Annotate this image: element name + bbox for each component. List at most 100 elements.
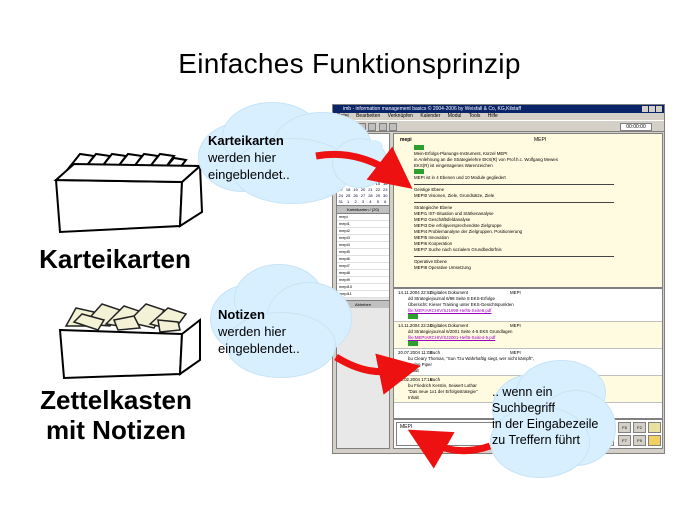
note-entry-type: Digitales Dokument: [430, 323, 469, 328]
green-tag-icon: [414, 145, 424, 151]
list-item[interactable]: mepi11: [337, 291, 389, 298]
document-line: MEPI2 Geschäftsfeldanalyse: [414, 217, 471, 222]
f9-button[interactable]: F9: [633, 435, 646, 446]
list-item[interactable]: mepi8: [337, 270, 389, 277]
calendar-day-cell[interactable]: 22: [375, 187, 381, 192]
arrow-notizen: [334, 353, 421, 395]
zettelkasten-label: Zettelkasten mit Notizen: [18, 385, 214, 445]
document-line: Operative Ebene: [414, 259, 447, 264]
calendar-day-cell[interactable]: 27: [360, 193, 366, 198]
note-entry-line: dd Strategiejournal 6/2001 Seite 4-5 EKS…: [408, 329, 513, 334]
note-entry-line: Übersicht: Kieser Training unter EKS-Ges…: [408, 302, 514, 307]
section-divider: [414, 202, 614, 203]
list-item[interactable]: mepi6: [337, 256, 389, 263]
calendar-day-cell[interactable]: 20: [360, 187, 366, 192]
arrow-karteikarten: [315, 146, 413, 189]
menu-kalender[interactable]: Kalender: [420, 113, 441, 119]
clock-field: 00:00:00: [620, 123, 652, 131]
note-entry-tag-row: [398, 314, 658, 320]
document-line: Strategische Ebene: [414, 205, 453, 210]
document-line: MEPI3 Die erfolgversprechendste Zielgrup…: [414, 223, 502, 228]
calendar-day-cell[interactable]: 3: [361, 199, 365, 204]
cloud-notizen-line3: eingeblendet..: [218, 341, 300, 356]
cloud-notizen-title: Notizen: [218, 307, 265, 322]
cloud-suche-line4: zu Treffern führt: [492, 433, 581, 447]
list-item[interactable]: mepi10: [337, 284, 389, 291]
document-line: MEPI0 Visionen, Ziele, Grundsätze, Ziele: [414, 193, 495, 198]
maximize-button[interactable]: [649, 106, 655, 112]
note-entry-link[interactable]: file:MEPIARCHIV/SJ2001-Heft6-Seite4-5.pd…: [408, 335, 496, 340]
calendar-day-cell[interactable]: 4: [369, 199, 372, 204]
section-divider: [414, 256, 614, 257]
calendar-day-cell[interactable]: 19: [353, 187, 358, 192]
close-button[interactable]: [656, 106, 662, 112]
calendar-day-cell[interactable]: 23: [383, 187, 388, 192]
calendar-day-cell[interactable]: 18: [345, 187, 351, 192]
cloud-suche: .. wenn ein Suchbegriff in der Eingabeze…: [486, 360, 616, 480]
note-entry-line: bu Cleary Thomas, "Sun Tzu Wahrhaftig si…: [408, 356, 535, 361]
cloud-suche-line3: in der Eingabezeile: [492, 417, 599, 431]
green-tag-icon: [408, 341, 418, 347]
toolbar-delete-button[interactable]: [388, 123, 397, 131]
app-titlebar: imb - information management basics © 20…: [333, 105, 664, 113]
menu-bearbeiten[interactable]: Bearbeiten: [356, 113, 381, 119]
calendar-day-cell[interactable]: 25: [345, 193, 351, 198]
calendar-day-cell[interactable]: 26: [353, 193, 358, 198]
document-line: EKS(R) ist eingetragenes Warenzeichen: [414, 163, 493, 168]
card-document-meta: MEPI: [534, 137, 547, 143]
calendar-day-cell[interactable]: 24: [338, 193, 343, 198]
note-entry-date: 20.07.2004 11:03: [398, 350, 432, 355]
calendar-day-cell[interactable]: 29: [375, 193, 381, 198]
menu-tools[interactable]: Tools: [468, 113, 481, 119]
cards-list-footer[interactable]: Abheben: [337, 300, 389, 308]
note-entry-tag: MEPI: [510, 323, 521, 328]
menu-modul[interactable]: Modul: [447, 113, 462, 119]
note-entry-tag: MEPI: [510, 350, 521, 355]
calendar-day-cell[interactable]: 6: [384, 199, 387, 204]
list-item[interactable]: mepi1: [337, 221, 389, 228]
minimize-button[interactable]: [642, 106, 648, 112]
list-item[interactable]: mepi4: [337, 242, 389, 249]
card-document-body: Mein-Erfolgs-Planungs-Instrument, Kürzel…: [400, 145, 656, 271]
calendar-day-cell[interactable]: 31: [338, 199, 343, 204]
toolbar-print-button[interactable]: [378, 123, 387, 131]
list-item[interactable]: mepi3: [337, 235, 389, 242]
document-line: MEPI6 Kooperation: [414, 241, 453, 246]
menu-hilfe[interactable]: Hilfe: [487, 113, 498, 119]
calendar-day-cell[interactable]: 21: [368, 187, 373, 192]
card-document-header: mepi MEPI: [400, 137, 656, 143]
cloud-karteikarten-line2: werden hier: [208, 150, 276, 165]
cloud-notizen: Notizen werden hier eingeblendet..: [206, 262, 356, 382]
cloud-suche-line2: Suchbegriff: [492, 401, 556, 415]
toolbar-search-button[interactable]: [368, 123, 377, 131]
list-item[interactable]: mepi: [337, 214, 389, 221]
calendar-day-cell[interactable]: 5: [376, 199, 379, 204]
note-entry-tag-row: [398, 341, 658, 347]
calendar-day-cell[interactable]: 1: [347, 199, 350, 204]
f7-button[interactable]: F7: [618, 435, 631, 446]
section-divider: [414, 184, 614, 185]
document-line: MEPI4 Problemanalyse der Zielgruppen, Po…: [414, 229, 523, 234]
list-item[interactable]: mepi2: [337, 228, 389, 235]
note-entry-tag: MEPI: [510, 290, 521, 295]
calendar-day-cell[interactable]: 28: [368, 193, 373, 198]
calendar-day-cell[interactable]: 30: [383, 193, 388, 198]
help-button[interactable]: [648, 435, 661, 446]
menu-verknuepfen[interactable]: Verknüpfen: [387, 113, 413, 119]
calendar-day-cell[interactable]: 2: [354, 199, 357, 204]
list-item[interactable]: mepi5: [337, 249, 389, 256]
f2-button[interactable]: F2: [633, 422, 646, 433]
info-button[interactable]: [648, 422, 661, 433]
card-document: mepi MEPI Mein-Erfolgs-Planungs-Instrume…: [394, 134, 662, 289]
list-item[interactable]: mepi7: [337, 263, 389, 270]
window-controls: [641, 106, 662, 112]
list-item[interactable]: mepi9: [337, 277, 389, 284]
f5-button[interactable]: F5: [618, 422, 631, 433]
note-entry-link[interactable]: file:MEPIARCHIV/SJ1998-Heft6-Seite8.pdf: [408, 308, 492, 313]
